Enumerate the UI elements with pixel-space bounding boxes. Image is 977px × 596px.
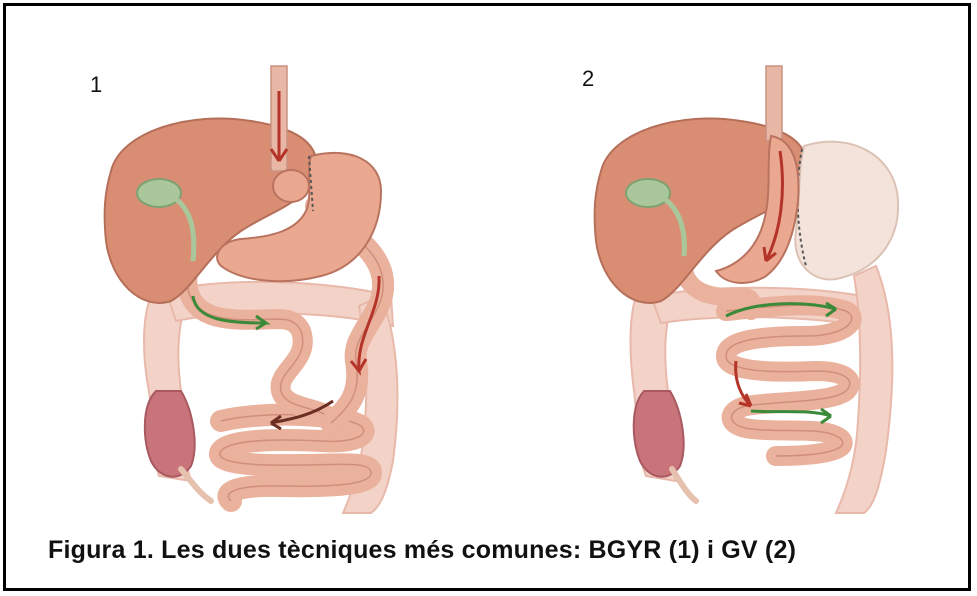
gallbladder (626, 179, 670, 207)
appendix (672, 469, 696, 501)
appendix (181, 469, 211, 501)
figure-frame: 1 2 (3, 3, 971, 591)
esophagus (766, 66, 782, 141)
figure-caption: Figura 1. Les dues tècniques més comunes… (48, 536, 796, 565)
small-intestine (726, 305, 852, 456)
gastric-pouch (273, 170, 309, 202)
sleeve-illustration (576, 61, 956, 516)
gallbladder (137, 179, 181, 207)
removed-stomach (795, 142, 898, 280)
rectum (634, 391, 684, 477)
rectum (145, 391, 195, 477)
bypass-illustration (81, 61, 461, 516)
